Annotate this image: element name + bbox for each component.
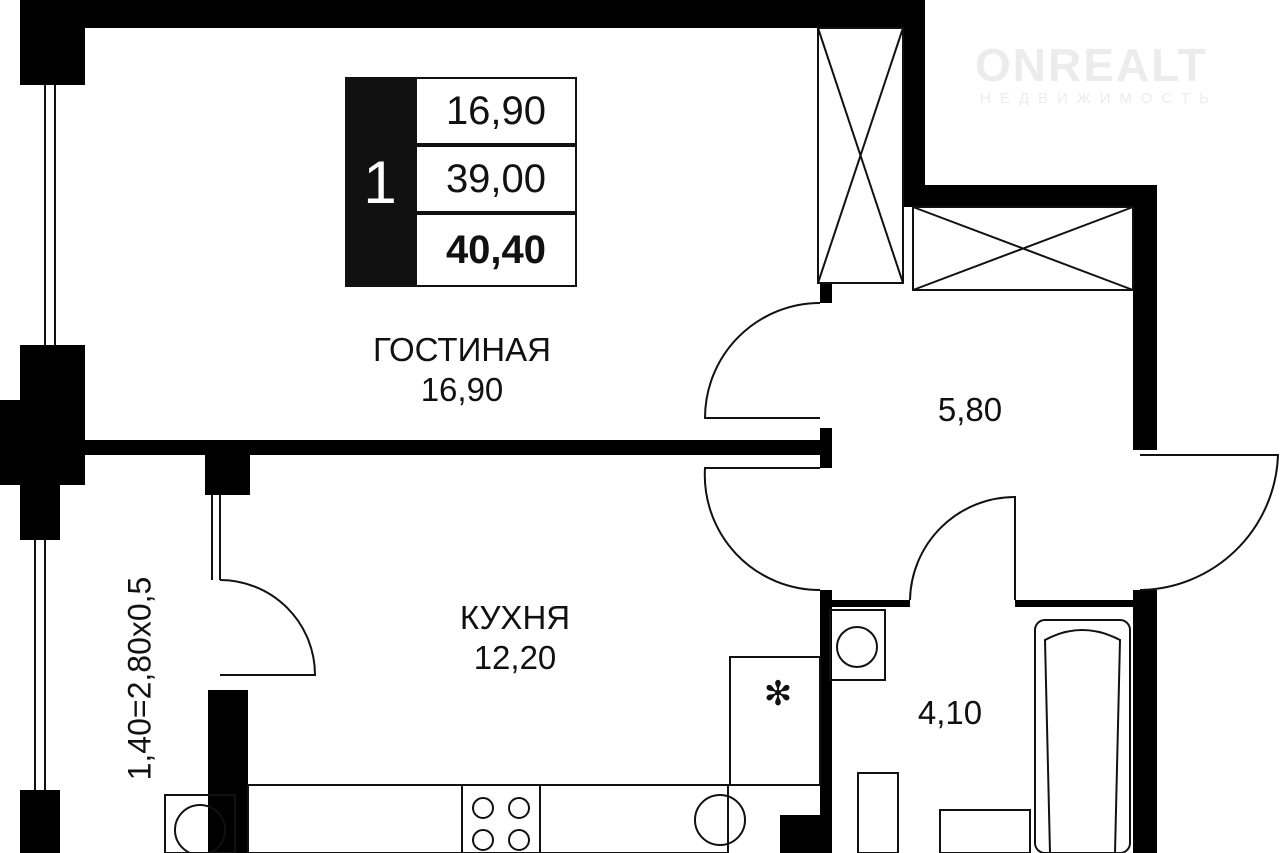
- walls: [0, 0, 1157, 853]
- room-area: 4,10: [917, 694, 983, 731]
- total-area: 39,00: [415, 145, 577, 213]
- fixtures: [34, 27, 1280, 853]
- room-area: 12,20: [473, 639, 557, 676]
- living-area: 16,90: [415, 77, 577, 145]
- room-area: 5,80: [937, 391, 1003, 428]
- snowflake-icon: ✻: [764, 675, 793, 713]
- room-name: ГОСТИНАЯ: [373, 331, 551, 368]
- room-bathroom: 4,10: [880, 693, 1020, 733]
- room-hall: 5,80: [900, 390, 1040, 430]
- watermark-brand: ONREALT: [975, 39, 1208, 91]
- balcony-dimension: 1,40=2,80x0,5: [121, 576, 158, 781]
- room-name: КУХНЯ: [459, 599, 571, 636]
- room-living: ГОСТИНАЯ 16,90: [312, 330, 612, 410]
- room-kitchen: КУХНЯ 12,20: [365, 598, 665, 678]
- watermark-tagline: НЕДВИЖИМОСТЬ: [980, 90, 1218, 107]
- room-count: 1: [345, 77, 415, 287]
- room-area: 16,90: [420, 371, 504, 408]
- total-area-with-balcony: 40,40: [415, 213, 577, 287]
